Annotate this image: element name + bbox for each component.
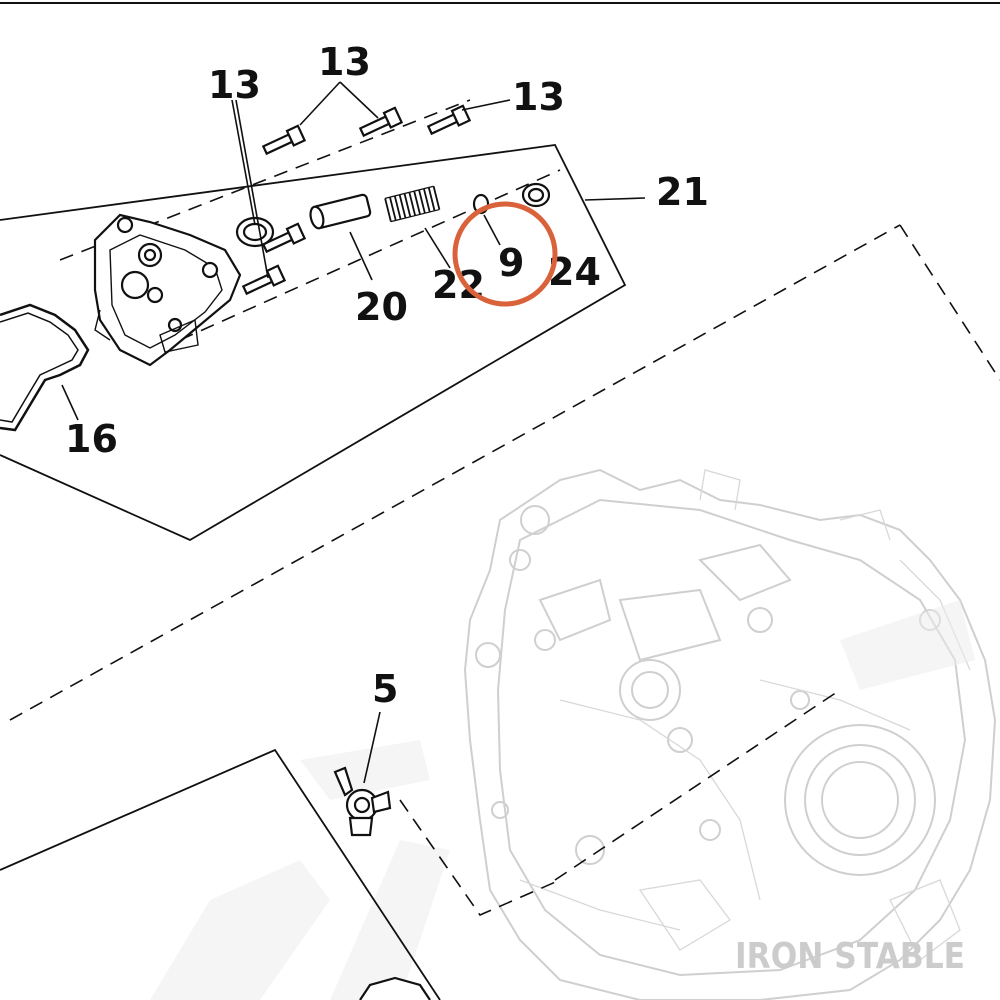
crankcase-ghost bbox=[463, 468, 997, 1000]
callout-5: 5 bbox=[372, 667, 398, 711]
callout-13-right: 13 bbox=[512, 75, 565, 119]
fitting-5 bbox=[333, 766, 392, 837]
leader-lines bbox=[61, 81, 646, 784]
callout-13-top: 13 bbox=[318, 40, 371, 84]
watermark-brand: IRON STABLE bbox=[735, 936, 965, 977]
pump-cover bbox=[93, 213, 242, 367]
bottom-part-fragment bbox=[359, 976, 431, 1000]
assembly-frame bbox=[0, 144, 627, 542]
callout-21: 21 bbox=[656, 170, 709, 214]
seal-24 bbox=[521, 182, 551, 208]
bolt-13-top-mid bbox=[358, 106, 404, 138]
highlight-circle bbox=[452, 201, 558, 307]
watermark-ghost-letters bbox=[150, 600, 975, 1000]
bolt-13-low bbox=[241, 264, 287, 296]
lower-frame bbox=[0, 748, 441, 1000]
gasket-16 bbox=[0, 303, 90, 432]
callout-16: 16 bbox=[65, 417, 118, 461]
bolt-13-top-right bbox=[426, 104, 472, 136]
piston-20 bbox=[309, 193, 372, 230]
bolt-13-mid bbox=[261, 222, 307, 254]
dashed-guides bbox=[9, 99, 1000, 916]
callout-13-left: 13 bbox=[208, 63, 261, 107]
callout-9: 9 bbox=[498, 241, 524, 285]
bolt-13-top-left bbox=[261, 124, 307, 156]
spring-22 bbox=[384, 185, 441, 223]
callout-20: 20 bbox=[355, 285, 408, 329]
